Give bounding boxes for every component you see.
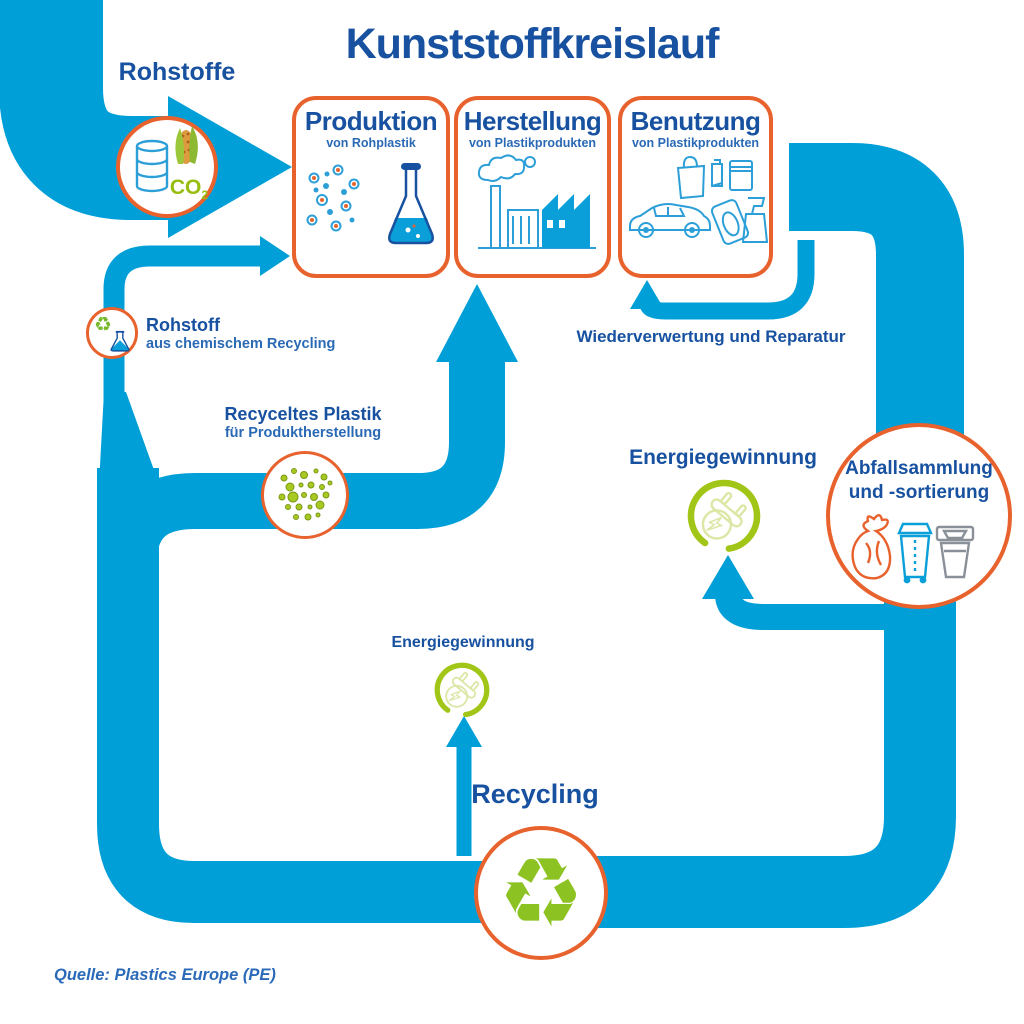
factory-icon — [477, 154, 596, 249]
granulate-circle — [261, 451, 349, 539]
arrowhead-chemical-into-produktion — [260, 236, 290, 276]
arrowhead-reuse-into-benutzung — [630, 280, 664, 309]
box-benutzung: Benutzung von Plastikprodukten — [618, 96, 773, 278]
produktion-subtitle: von Rohplastik — [326, 136, 416, 150]
box-herstellung: Herstellung von Plastikprodukten — [454, 96, 611, 278]
arrowhead-into-herstellung — [436, 284, 518, 362]
page-title: Kunststoffkreislauf — [345, 20, 720, 68]
oil-barrel-corn-co2-icon — [135, 126, 198, 193]
herstellung-title: Herstellung — [463, 106, 602, 136]
power-plug-icon — [687, 479, 761, 553]
plastic-products-icon — [629, 155, 769, 245]
recyceltes-plastik-subtitle: für Produktherstellung — [224, 425, 382, 441]
arrowhead-energy-right — [702, 555, 754, 599]
band-use-to-waste — [789, 143, 964, 525]
source-caption: Quelle: Plastics Europe (PE) — [54, 966, 276, 984]
rohstoff-chemisch-title: Rohstoff — [146, 315, 220, 335]
recycling-arrows-icon: ♻ — [497, 837, 585, 949]
produktion-title: Produktion — [304, 106, 438, 136]
co2-label: CO2 — [169, 175, 208, 202]
benutzung-subtitle: von Plastikprodukten — [631, 136, 760, 150]
arrowhead-energy-middle — [446, 716, 482, 747]
rohstoffe-circle: CO2 — [116, 116, 218, 218]
wiederverwertung-label: Wiederverwertung und Reparatur — [576, 327, 846, 346]
abfallsammlung-label: Abfallsammlung und -sortierung — [830, 427, 1008, 505]
power-plug-icon — [434, 662, 490, 718]
chemical-recycling-circle: ♻ — [86, 307, 138, 359]
small-flask-icon — [110, 330, 130, 352]
box-produktion: Produktion von Rohplastik — [292, 96, 450, 278]
energiegewinnung-rechts-label: Energiegewinnung — [629, 446, 817, 469]
rohstoff-chemisch-subtitle: aus chemischem Recycling — [146, 336, 336, 352]
recyceltes-plastik-label: Recyceltes Plastik für Produktherstellun… — [193, 404, 413, 441]
abfallsammlung-line1: Abfallsammlung — [845, 458, 993, 479]
waste-bag-and-bins-icon — [851, 513, 975, 583]
band-recycled-plastic — [101, 356, 505, 564]
abfallsammlung-circle: Abfallsammlung und -sortierung — [826, 423, 1012, 609]
rohstoffe-label: Rohstoffe — [118, 58, 236, 86]
herstellung-subtitle: von Plastikprodukten — [468, 136, 597, 150]
benutzung-title: Benutzung — [630, 106, 761, 136]
abfallsammlung-line2: und -sortierung — [848, 481, 990, 503]
plastic-granulate-icon — [278, 468, 333, 521]
recycling-label: Recycling — [471, 779, 599, 809]
molecules-flask-icon — [306, 163, 434, 245]
recyceltes-plastik-title: Recyceltes Plastik — [224, 404, 382, 424]
band-waste-to-recycling — [556, 500, 956, 928]
band-chemical-recycling — [103, 245, 262, 470]
energiegewinnung-mitte-label: Energiegewinnung — [391, 634, 535, 651]
recycle-glyph-icon: ♻ — [94, 312, 112, 336]
band-recycling-to-left — [97, 468, 614, 923]
rohstoff-chemisch-label: Rohstoff aus chemischem Recycling — [146, 315, 335, 352]
recycling-circle: ♻ — [474, 826, 608, 960]
